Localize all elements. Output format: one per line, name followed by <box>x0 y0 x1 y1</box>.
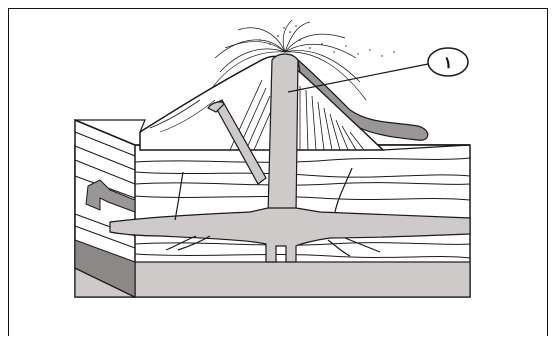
bedrock-layer <box>74 261 471 298</box>
lava-flow <box>297 58 429 141</box>
label-number-1: ١ <box>444 53 453 72</box>
minor-fractures <box>165 167 381 257</box>
ash-particles <box>259 25 395 57</box>
eruption-ash <box>211 19 367 101</box>
figure-frame <box>8 8 548 336</box>
magma-system <box>109 53 471 263</box>
rock-strata <box>134 157 471 259</box>
label-circle <box>427 47 469 77</box>
main-vent <box>267 53 299 216</box>
ground-block-side <box>74 118 136 299</box>
label-callout-1: ١ <box>287 47 469 93</box>
magma-chamber <box>109 207 471 263</box>
volcano-cone <box>139 55 385 151</box>
